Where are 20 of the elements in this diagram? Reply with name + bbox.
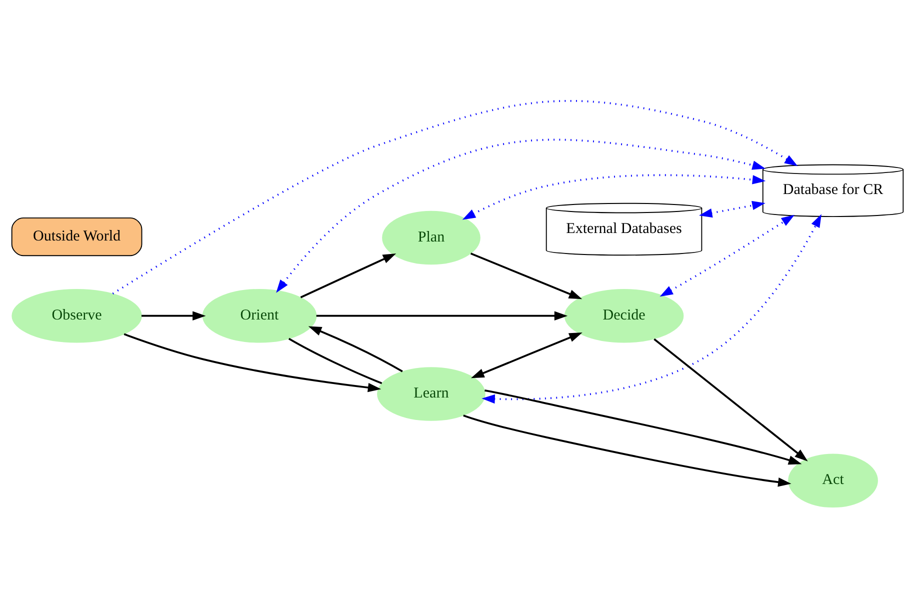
node-ellipse: Orient [202, 288, 317, 343]
node-ellipse: Observe [12, 288, 142, 343]
connector [288, 338, 382, 384]
arrow [484, 390, 802, 465]
arrow [470, 332, 582, 378]
arrow [276, 138, 766, 293]
arrow [654, 338, 808, 462]
arrow [463, 414, 792, 487]
arrow [316, 311, 568, 320]
arrow [462, 174, 766, 220]
arrow [124, 333, 382, 392]
node-box: Outside World [11, 217, 142, 256]
arrow [470, 252, 582, 300]
arrow [300, 253, 396, 298]
arrow [699, 200, 766, 218]
arrow [142, 311, 206, 320]
arrow [482, 214, 822, 404]
arrow [308, 326, 403, 372]
arrow [660, 214, 795, 297]
arrow [112, 100, 798, 294]
